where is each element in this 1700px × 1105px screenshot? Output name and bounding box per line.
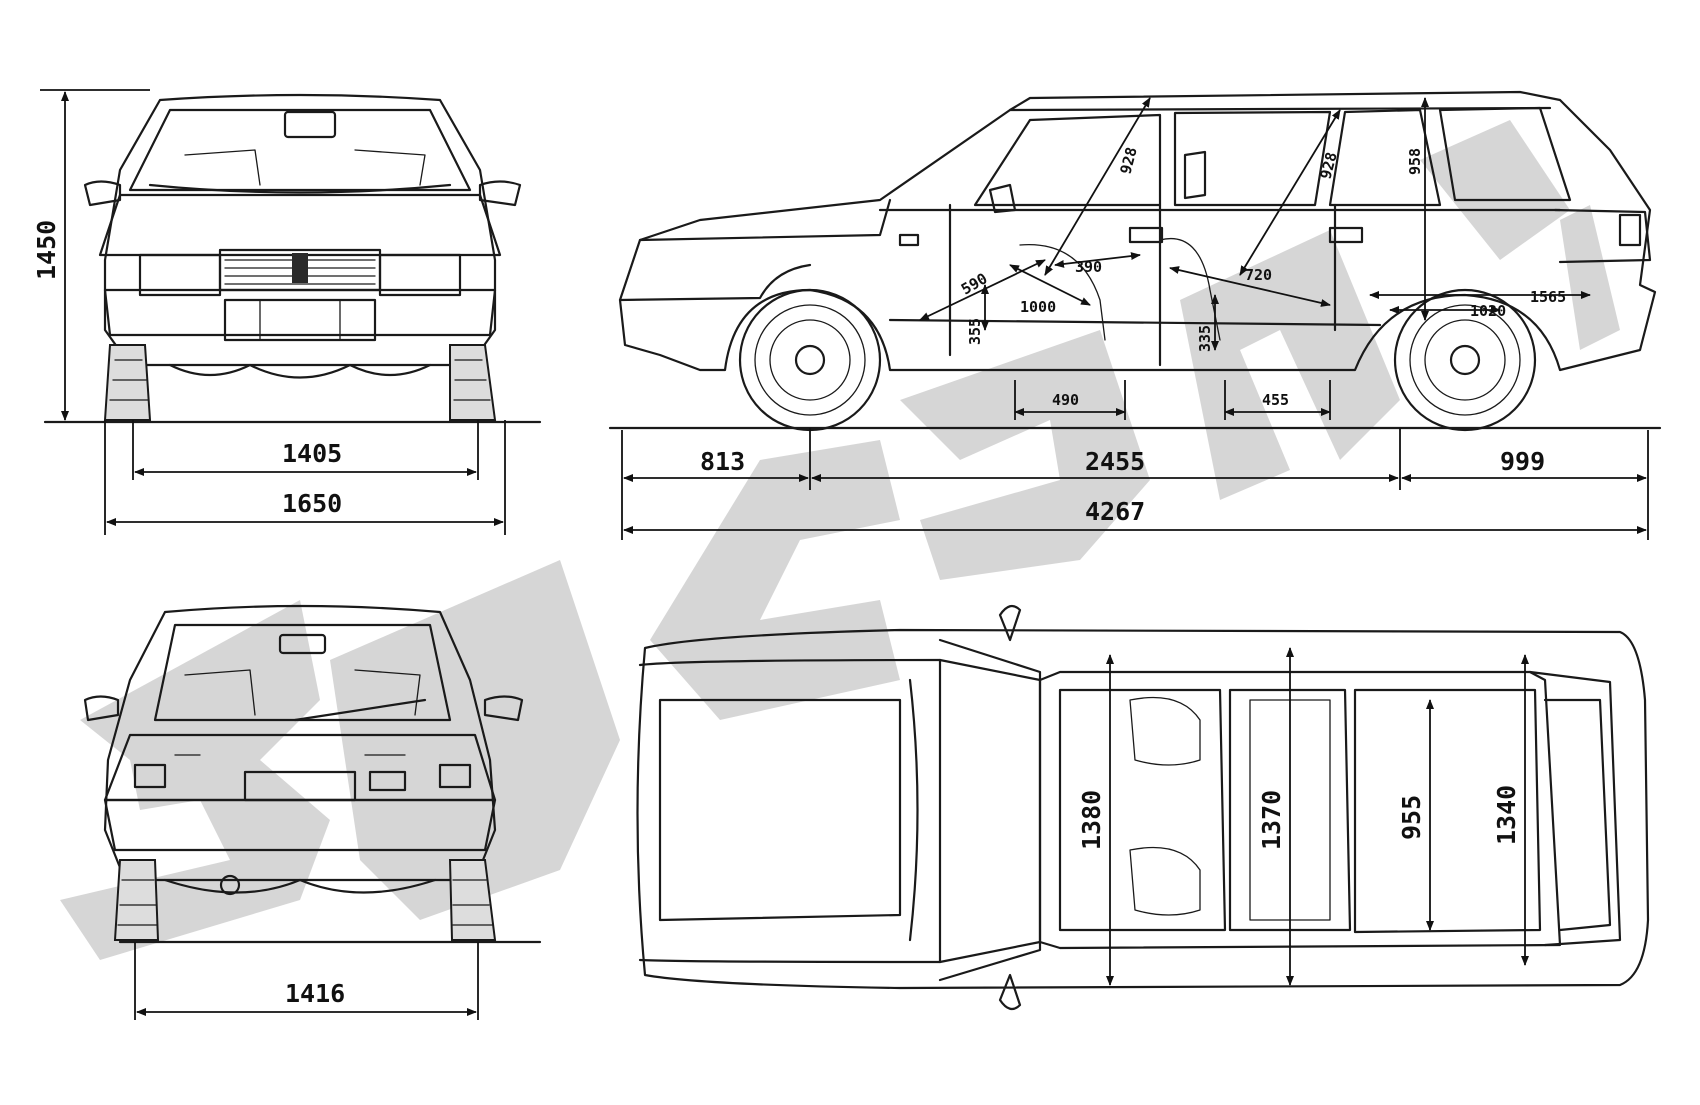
- dim-rear-seat-cushion: 455: [1262, 391, 1289, 409]
- dim-front-seat-height: 355: [966, 318, 984, 345]
- dim-wheelbase: 2455: [1085, 447, 1145, 476]
- dim-cargo-height: 958: [1406, 148, 1424, 175]
- dim-front-height: 1450: [32, 220, 61, 280]
- side-view: 928 928 958 590 1000 390 720 355 335 490…: [608, 90, 1662, 540]
- dim-rear-headroom: 928: [1316, 150, 1340, 181]
- top-view-dims: 1380 1370 955 1340: [1077, 647, 1529, 986]
- dim-cargo-width: 1340: [1492, 785, 1521, 845]
- dim-rear-seat-height: 335: [1196, 325, 1214, 352]
- top-view: 1380 1370 955 1340: [636, 604, 1650, 1011]
- dim-front-seat-length: 390: [1075, 258, 1102, 276]
- side-view-wheels: [738, 288, 1537, 432]
- dim-length: 4267: [1085, 497, 1145, 526]
- dim-rear-shoulder: 1370: [1257, 790, 1286, 850]
- rear-view-tires: [113, 859, 497, 941]
- rear-view-body: [83, 604, 524, 896]
- side-view-interior-dims: 928 928 958 590 1000 390 720 355 335 490…: [919, 97, 1591, 420]
- dim-seat-depth-front: 1000: [1020, 298, 1056, 316]
- dim-front-seat-cushion: 490: [1052, 391, 1079, 409]
- front-view-tires: [103, 344, 497, 421]
- dim-rear-legroom: 720: [1245, 266, 1272, 284]
- rear-view: 1416: [83, 604, 542, 1020]
- dim-rear-track: 1416: [285, 979, 345, 1008]
- watermark: [60, 120, 1620, 960]
- dim-front-width: 1650: [282, 489, 342, 518]
- dim-front-shoulder: 1380: [1077, 790, 1106, 850]
- dim-cargo-width-min: 955: [1397, 795, 1426, 840]
- front-view-body: [83, 93, 522, 379]
- side-view-body: [618, 90, 1657, 372]
- dim-rear-overhang: 999: [1500, 447, 1545, 476]
- dim-front-overhang: 813: [700, 447, 745, 476]
- watermark-label: 3DCar: [800, 1084, 807, 1086]
- dim-cargo-length-max: 1565: [1530, 288, 1566, 306]
- front-view: 1450 1405 1650: [32, 89, 542, 535]
- dim-cargo-length: 1020: [1470, 302, 1506, 320]
- dim-front-track: 1405: [282, 439, 342, 468]
- top-view-body: [636, 604, 1650, 1011]
